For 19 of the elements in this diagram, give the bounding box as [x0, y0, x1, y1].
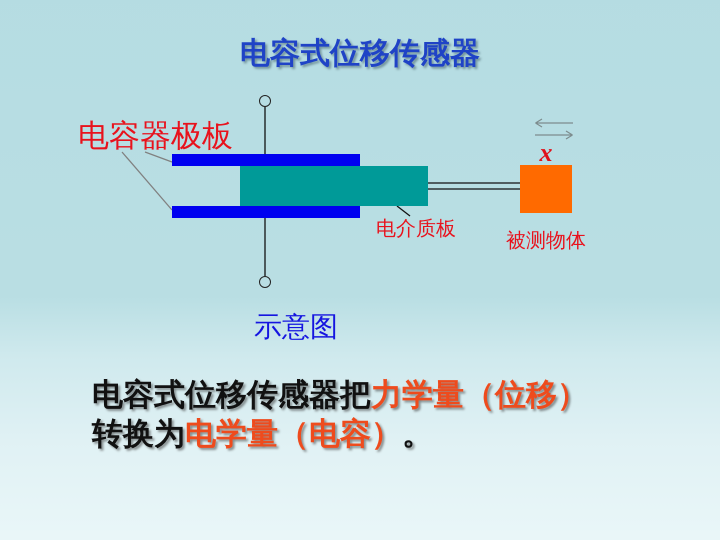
capacitor-plate [172, 206, 360, 218]
push-rod [427, 182, 521, 190]
caption: 示意图 [253, 310, 339, 344]
displacement-symbol: x [538, 139, 554, 167]
capacitor-plate [172, 154, 360, 166]
title: 电容式位移传感器 [239, 35, 481, 73]
description-text: 电容式位移传感器把力学量（位移）转换为电学量（电容）。 [92, 376, 589, 454]
leader-line [122, 152, 172, 210]
measured-object [520, 165, 572, 213]
dielectric-plate [240, 166, 428, 206]
leader-line [144, 151, 172, 163]
terminal-circle [259, 276, 271, 288]
object-label: 被测物体 [505, 228, 587, 254]
plate-label: 电容器极板 [78, 120, 240, 152]
dielectric-label: 电介质板 [362, 216, 470, 240]
terminal-wire [264, 218, 266, 276]
terminal-circle [259, 95, 271, 107]
terminal-wire [264, 107, 266, 154]
leader-line [396, 205, 410, 217]
